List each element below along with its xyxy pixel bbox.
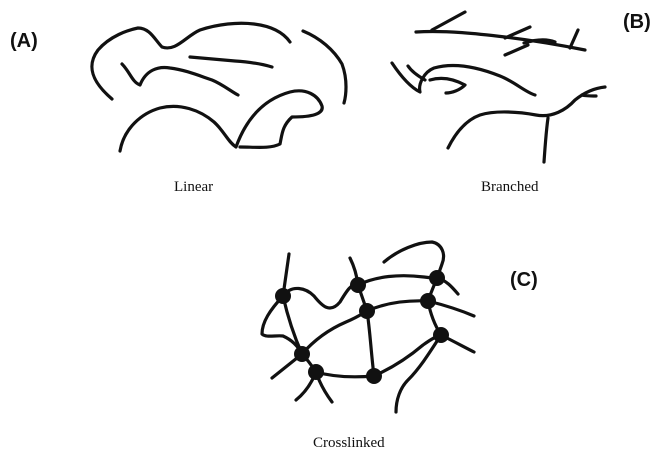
linear-chain-1	[92, 23, 290, 99]
network-chain-16	[396, 335, 441, 412]
network-chain-2	[262, 296, 302, 354]
branched-side-chain-4	[505, 45, 528, 55]
crosslink-node-7	[429, 270, 445, 286]
crosslink-node-2	[350, 277, 366, 293]
crosslink-node-3	[359, 303, 375, 319]
branched-side-chain-8	[544, 118, 548, 162]
branched-side-chain-1	[432, 12, 465, 30]
network-chain-8	[367, 301, 428, 311]
branched-polymer-chains	[392, 12, 605, 162]
network-chain-4	[302, 311, 367, 354]
branched-side-chain-5	[570, 30, 578, 48]
branched-side-chain-9	[582, 95, 596, 96]
branched-caption: Branched	[481, 180, 538, 195]
linear-caption: Linear	[174, 180, 213, 195]
branched-side-chain-7	[430, 78, 465, 93]
crosslinked-caption: Crosslinked	[313, 436, 385, 451]
linear-chain-3	[190, 57, 272, 67]
crosslink-node-1	[275, 288, 291, 304]
network-chain-5	[367, 311, 374, 376]
branched-backbone-1	[416, 31, 585, 50]
network-chain-9	[358, 276, 437, 285]
crosslink-node-5	[308, 364, 324, 380]
crosslink-node-9	[433, 327, 449, 343]
linear-chain-4	[120, 91, 322, 151]
crosslink-node-4	[294, 346, 310, 362]
network-chain-7	[374, 335, 441, 376]
linear-chain-2	[122, 64, 238, 95]
crosslinked-polymer-network	[262, 242, 474, 412]
crosslink-node-8	[420, 293, 436, 309]
crosslink-node-6	[366, 368, 382, 384]
branched-side-chain-6	[408, 66, 425, 80]
linear-polymer-chains	[92, 23, 346, 151]
branched-side-chain-2	[505, 27, 530, 38]
branched-backbone-2	[392, 63, 535, 95]
network-chain-3	[283, 296, 302, 354]
